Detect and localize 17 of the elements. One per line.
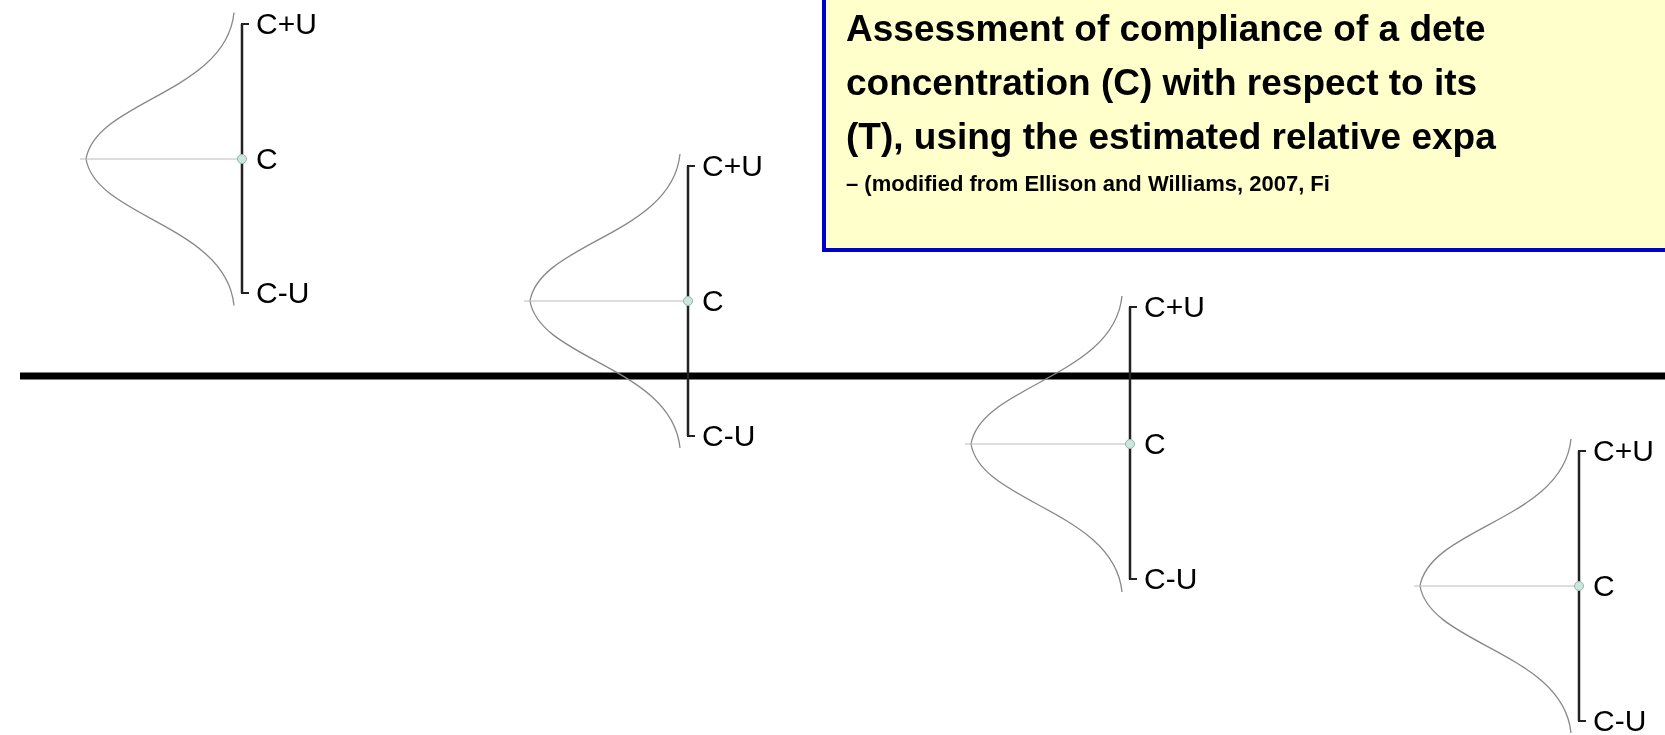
value-label: C [1593, 569, 1615, 603]
value-label: C+U [1144, 290, 1205, 324]
box-text: – (modified from Ellison and Williams, 2007, Fi [846, 170, 1330, 198]
value-label: C+U [1593, 434, 1654, 468]
text-box [822, 0, 1665, 252]
value-label: C [1144, 427, 1166, 461]
box-text: concentration (C) with respect to its [846, 61, 1478, 105]
value-label: C-U [702, 419, 756, 453]
value-label: C [256, 142, 278, 176]
value-label: C+U [702, 149, 763, 183]
value-label: C [702, 284, 724, 318]
box-text: (T), using the estimated relative expa [846, 115, 1496, 159]
value-label: C-U [1144, 562, 1198, 596]
value-label: C-U [256, 276, 310, 310]
box-text: Assessment of compliance of a dete [846, 7, 1486, 51]
value-label: C+U [256, 7, 317, 41]
value-label: C-U [1593, 704, 1647, 735]
